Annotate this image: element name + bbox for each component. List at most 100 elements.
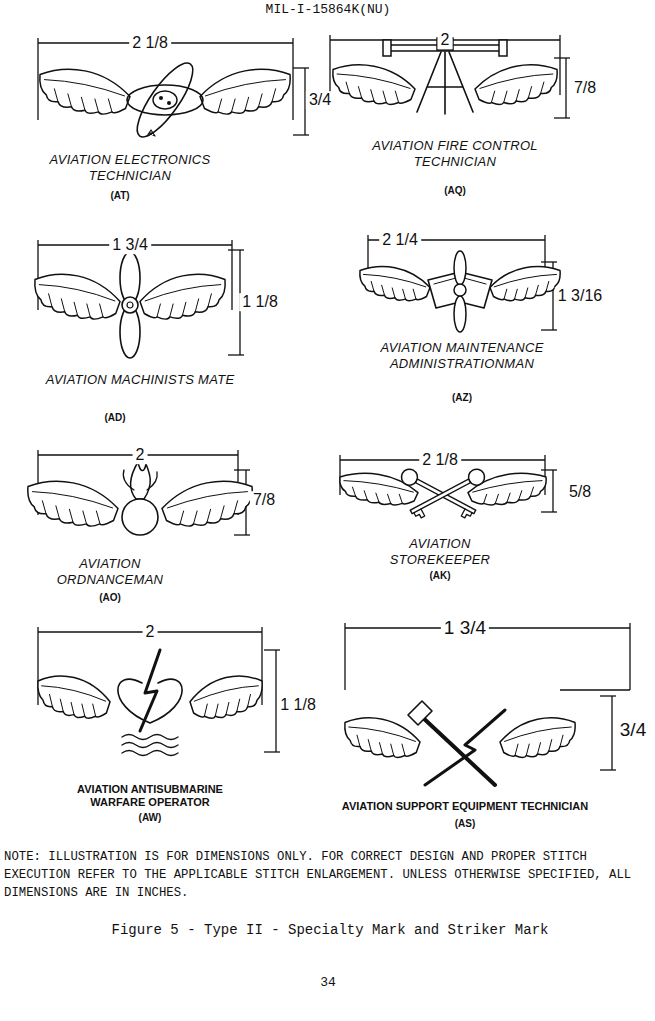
wing-feather	[515, 744, 518, 755]
dimension-line	[554, 117, 570, 118]
wing-feather	[71, 702, 74, 714]
wing-feather	[195, 299, 198, 312]
wave	[122, 743, 178, 748]
lightning-bolt	[425, 710, 505, 785]
dimension-line	[554, 57, 570, 58]
wing-feather	[395, 91, 398, 102]
flame	[123, 470, 157, 490]
dimension-line	[629, 623, 630, 690]
orbit-ring	[127, 85, 203, 115]
wing-feather	[208, 294, 211, 307]
wing-feather	[402, 744, 405, 755]
flame	[131, 462, 151, 499]
specialty-name: AVIATION ORDNANCEMAN	[35, 556, 185, 588]
wing	[140, 274, 225, 319]
dimension-line	[541, 261, 557, 262]
wing	[162, 481, 252, 526]
dimension-line	[228, 249, 244, 250]
key-bow	[399, 466, 421, 488]
wing-feather	[364, 491, 367, 500]
hammer-handle	[420, 715, 495, 785]
wing-feather	[526, 744, 529, 755]
wing-feather	[528, 87, 531, 98]
loop	[118, 679, 182, 723]
wing-feather	[157, 304, 160, 317]
wing-feather	[382, 285, 385, 295]
wing-feather	[399, 494, 402, 503]
dot	[167, 101, 171, 105]
specialty-name: AVIATION MAINTENANCE ADMINISTRATIONMAN	[380, 340, 545, 372]
emblem	[118, 650, 182, 756]
dimension-label: 1 3/16	[555, 287, 605, 305]
key-shaft	[410, 479, 470, 514]
wing-feather	[525, 288, 528, 298]
dimension-line	[541, 511, 557, 512]
wing-feather	[494, 274, 556, 286]
dimension-label: 2	[133, 446, 148, 464]
emblem	[408, 701, 505, 785]
rating-code: (AZ)	[452, 392, 472, 403]
wing-outline	[40, 69, 130, 114]
dimension-line	[293, 134, 309, 135]
wing-outline	[190, 676, 262, 718]
wing-feather	[95, 99, 99, 112]
wing-feather	[93, 704, 96, 716]
wing-feather	[81, 97, 85, 110]
wing-feather	[505, 727, 572, 741]
wing-outline	[28, 481, 118, 526]
wing-feather	[54, 89, 58, 102]
specialty-name: AVIATION STOREKEEPER	[365, 536, 515, 568]
wing-feather	[371, 281, 374, 291]
wing-feather	[352, 487, 355, 496]
emblem	[122, 462, 158, 535]
wing-feather	[413, 289, 416, 299]
star	[147, 130, 155, 136]
dimension-line	[234, 534, 250, 535]
dimension-label: 3/4	[306, 91, 334, 109]
wing-feather	[346, 82, 349, 93]
wing	[38, 676, 110, 718]
wing-outline	[200, 69, 290, 114]
dimension-line	[559, 35, 560, 95]
tripod-legs	[417, 52, 473, 114]
wing-outline	[35, 274, 120, 319]
wing-feather	[218, 99, 222, 112]
dimension-line	[329, 35, 330, 95]
dimension-line	[37, 38, 38, 120]
dimension-line	[560, 689, 630, 690]
wing-feather	[388, 494, 391, 503]
dimension-label: 2	[438, 31, 453, 49]
wing-feather	[42, 501, 46, 514]
wing-feather	[536, 285, 539, 295]
rating-code: (AD)	[104, 412, 125, 423]
wing-feather	[69, 509, 73, 522]
wing-feather	[96, 511, 100, 524]
wing-feather	[272, 89, 276, 102]
wing-feather	[74, 302, 77, 315]
dimension-line	[339, 455, 340, 495]
wing-outline	[333, 65, 415, 105]
dimension-line	[264, 649, 280, 650]
dimension-label: 1 1/8	[277, 696, 319, 714]
wing	[345, 718, 420, 758]
dimension-line	[228, 354, 244, 355]
wing-outline	[345, 718, 420, 758]
dimension-line	[541, 329, 557, 330]
dimension-line	[552, 470, 553, 512]
wing-feather	[45, 80, 125, 96]
dimension-label: 3/4	[617, 720, 649, 741]
rating-code: (AO)	[99, 592, 121, 603]
wing-feather	[167, 492, 247, 508]
wing-feather	[259, 94, 263, 107]
dimension-label: 1 3/4	[441, 618, 489, 639]
dimension-line	[565, 58, 566, 118]
emblem	[120, 252, 140, 358]
dimension-label: 2 1/8	[419, 451, 461, 469]
key	[407, 466, 488, 520]
wing-feather	[368, 740, 371, 751]
key-bit	[414, 509, 425, 520]
wing-feather	[50, 694, 53, 706]
dimension-line	[544, 455, 545, 495]
wing-feather	[507, 493, 510, 502]
propeller-hub	[454, 284, 466, 296]
